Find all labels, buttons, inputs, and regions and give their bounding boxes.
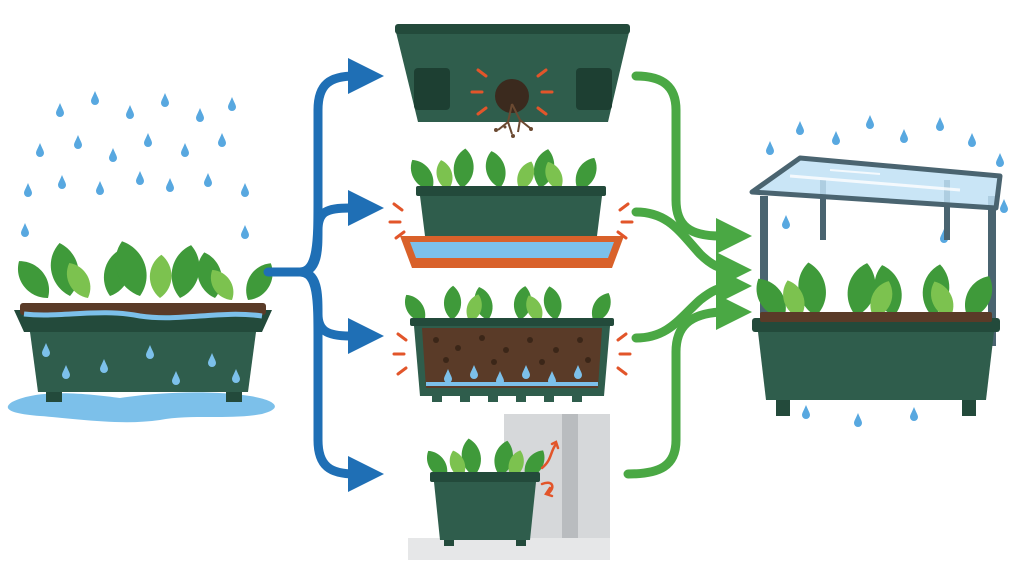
merge-arrows bbox=[623, 71, 752, 479]
planter-against-wall bbox=[408, 414, 610, 560]
waterlogged-soil bbox=[392, 284, 632, 402]
arrow-to-wall bbox=[295, 267, 384, 492]
branch-arrows bbox=[263, 58, 384, 492]
clogged-hole bbox=[495, 79, 529, 113]
planter-body bbox=[30, 332, 256, 392]
covered-elevated-planter bbox=[749, 115, 1008, 427]
alert-burst-icon bbox=[392, 332, 632, 376]
arrow-from-soil bbox=[631, 268, 752, 343]
spinach-plants bbox=[10, 237, 281, 306]
soil-cross-section bbox=[422, 328, 602, 388]
arrow-to-saucer bbox=[295, 190, 384, 277]
floor bbox=[408, 538, 610, 560]
arrow-from-wall bbox=[623, 294, 752, 479]
alert-burst-icon bbox=[388, 202, 634, 240]
blocked-drainage-holes bbox=[395, 24, 630, 138]
arrow-to-drainage bbox=[295, 58, 384, 277]
drainage-drips bbox=[802, 405, 918, 427]
standing-water bbox=[410, 242, 614, 258]
heat-arrow-icon bbox=[540, 440, 560, 498]
raindrop-icon bbox=[21, 91, 249, 239]
arrow-from-drainage bbox=[631, 71, 752, 254]
water-puddle bbox=[7, 392, 275, 423]
roots bbox=[497, 103, 531, 135]
standing-water-saucer bbox=[388, 146, 634, 268]
overwatered-planter bbox=[7, 91, 281, 423]
alert-burst-icon bbox=[470, 68, 554, 116]
